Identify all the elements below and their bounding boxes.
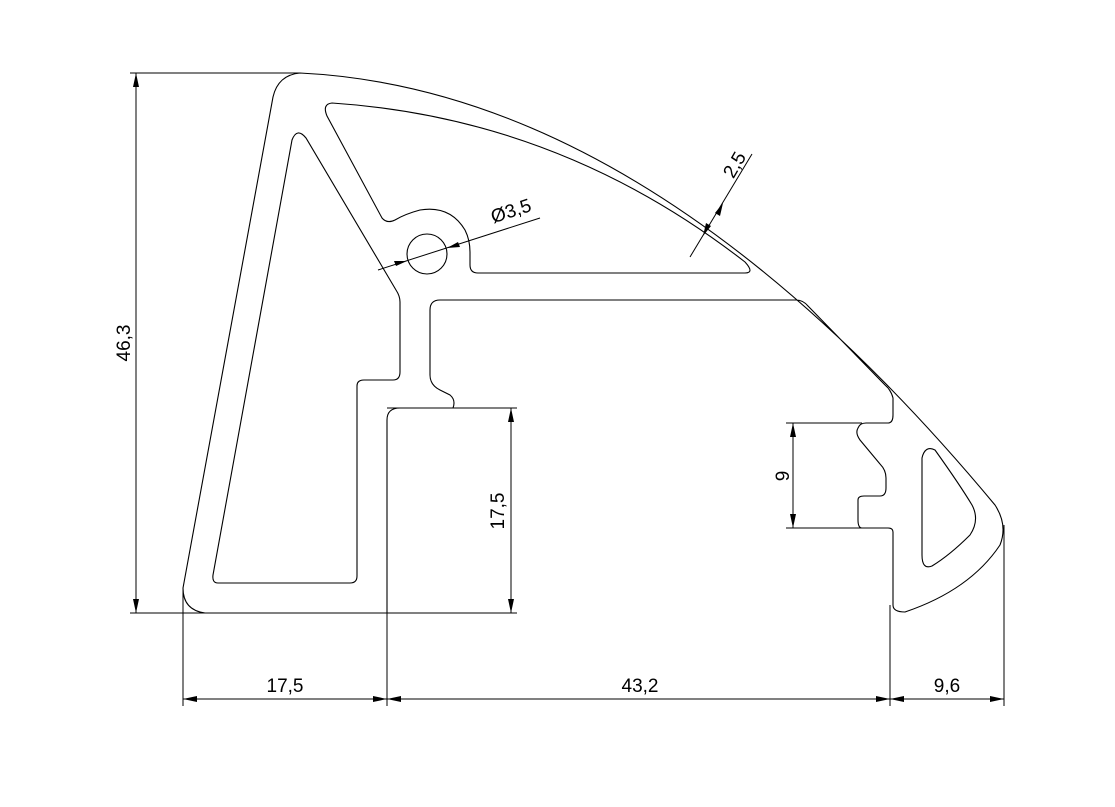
dim-right-width: 9,6: [934, 676, 960, 697]
dim-hole-diameter: Ø3,5: [488, 195, 534, 228]
dim-wall-thickness: 2,5: [720, 149, 751, 182]
profile-outline: [182, 72, 1004, 614]
arrowheads: [703, 203, 723, 236]
dim-inner-height: 17,5: [488, 493, 509, 530]
dim-total-height: 46,3: [114, 325, 135, 362]
top-hollow: [324, 102, 751, 274]
right-hollow: [921, 448, 977, 568]
left-hollow: [212, 132, 401, 584]
dim-groove-height: 9: [773, 471, 794, 482]
dim-left-width: 17,5: [267, 676, 304, 697]
screw-hole: [406, 233, 448, 275]
dim-middle-width: 43,2: [622, 676, 659, 697]
arrowheads: [394, 242, 460, 266]
